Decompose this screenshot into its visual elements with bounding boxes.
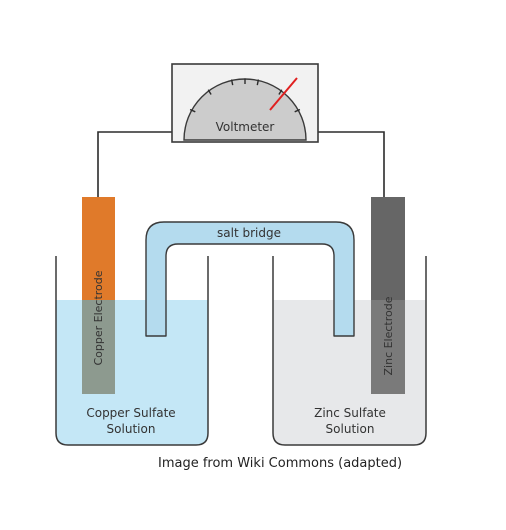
left-beaker-outline <box>55 256 209 446</box>
dial-ticks <box>189 78 301 113</box>
salt-bridge <box>145 221 355 337</box>
voltmeter: Voltmeter <box>171 63 319 143</box>
copper-electrode-submerged <box>82 300 115 394</box>
left-wire <box>97 131 172 198</box>
right-beaker <box>272 256 427 446</box>
wires <box>97 131 385 198</box>
right-wire <box>318 131 385 198</box>
voltmeter-needle <box>269 77 298 111</box>
zinc-electrode-label: Zinc Electrode <box>382 296 395 375</box>
zinc-solution-label-line1: Zinc Sulfate <box>314 406 386 420</box>
right-beaker-outline <box>272 256 427 446</box>
voltmeter-label: Voltmeter <box>216 120 275 134</box>
copper-solution-label-line2: Solution <box>107 422 156 436</box>
zinc-solution-label-line2: Solution <box>326 422 375 436</box>
copper-electrode-top <box>82 197 115 257</box>
image-caption: Image from Wiki Commons (adapted) <box>158 456 403 471</box>
zinc-electrode-submerged <box>371 300 405 394</box>
voltmeter-dial <box>183 78 307 141</box>
zinc-electrode-top <box>371 197 405 257</box>
copper-electrode-label: Copper Electrode <box>92 270 105 365</box>
copper-solution-label-line1: Copper Sulfate <box>86 406 175 420</box>
zinc-electrode-mid <box>371 257 405 300</box>
left-beaker <box>55 256 209 446</box>
salt-bridge-label: salt bridge <box>217 226 281 240</box>
copper-electrode-mid <box>82 257 115 300</box>
